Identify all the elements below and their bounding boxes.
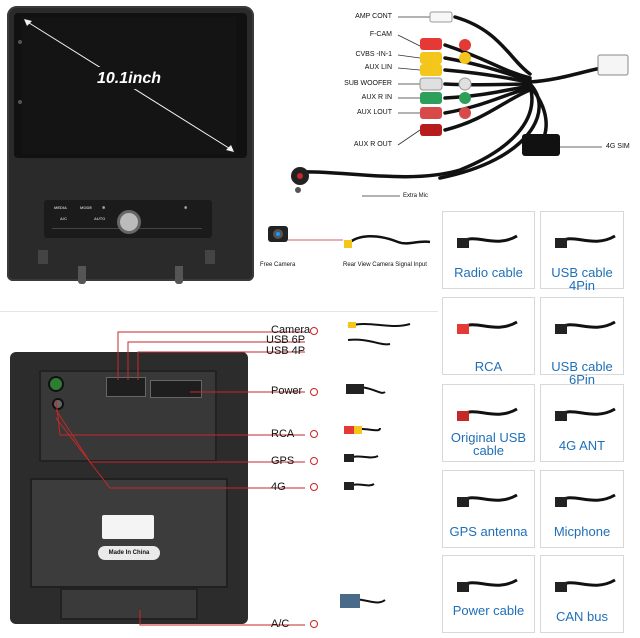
made-in-label: Made In China [98,546,160,560]
camera-cable-icon [347,323,411,327]
accessory-cell: Radio cable [442,211,535,289]
usb-cable-4pin-icon [555,234,616,248]
gps-port [48,376,64,392]
can-bus-icon [555,578,616,592]
accessory-label: Micphone [553,524,611,539]
mount-foot-right [175,266,183,284]
label-ac: A/C [271,618,290,630]
label-4g-sim: 4G SIM [606,143,630,150]
accessory-label: Radio cable [454,265,523,280]
usb-cable-6pin-icon [555,320,616,334]
panel-btn-mode[interactable]: MODE [80,205,92,210]
cable-harness [291,11,629,197]
mic-hole [18,40,22,44]
original-usb-cable-icon [457,407,518,421]
back-leader-lines [55,331,305,626]
accessory-label: USB cable 6Pin [551,359,613,387]
rca-cable-icon [457,320,518,334]
accessory-cell: USB cable 6Pin [540,297,624,386]
panel-btn-media[interactable]: MEDIA [54,205,67,210]
sensor-hole [18,100,22,104]
accessory-cell: Power cable [442,555,535,633]
pin-ac [310,620,318,628]
accessory-label: CAN bus [555,609,609,624]
label-4g: 4G [271,481,286,493]
label-camera-signal-input: Rear View Camera Signal Input [343,262,427,268]
label-free-camera: Free Camera [260,262,296,268]
pin-camera [310,327,318,335]
panel-btn-defrost[interactable]: ❄ [184,205,188,210]
microphone-icon [555,493,616,507]
label-f-cam: F-CAM [369,31,392,38]
pin-gps [310,457,318,465]
label-cvbs-in: CVBS -IN-1 [355,51,392,58]
4g-port [52,398,64,410]
panel-btn-auto[interactable]: AUTO [94,216,106,221]
accessory-cell: 4G ANT [540,384,624,462]
label-aux-lout: AUX LOUT [356,109,392,116]
power-port-block [150,380,202,398]
usb-port-block [106,377,146,397]
radio-cable-icon [457,234,518,248]
serial-sticker [102,515,154,539]
4g-antenna-icon [555,407,616,421]
label-aux-r-out: AUX R OUT [353,141,392,148]
mount-foot-left [78,266,86,284]
accessory-cell: USB cable 4Pin [540,211,624,293]
power-cable-icon [457,578,518,592]
accessory-cell: RCA [442,297,535,375]
accessory-label: USB cable 4Pin [551,265,613,293]
volume-knob[interactable] [117,210,141,234]
back-cable-icons [340,322,411,608]
label-aux-lin: AUX LIN [364,64,392,71]
label-power: Power [271,385,303,397]
accessory-label: Original USB cable [450,430,527,458]
label-sub-woofer: SUB WOOFER [344,80,392,87]
label-gps: GPS [271,455,295,467]
accessory-label: GPS antenna [449,524,528,539]
accessory-label: RCA [474,359,503,374]
panel-btn-fan[interactable]: ❄ [102,205,106,210]
accessory-cell: GPS antenna [442,470,535,548]
accessory-cell: Micphone [540,470,624,548]
screen-size-label: 10.1inch [96,70,162,87]
accessory-label: Power cable [452,603,525,618]
accessory-cell: CAN bus [540,555,624,633]
label-aux-r-in: AUX R IN [361,94,392,101]
screen-diagonal-arrow [24,19,234,152]
label-rca: RCA [271,428,295,440]
label-camera: Camera [271,324,311,336]
pin-4g [310,483,318,491]
section-divider [0,311,438,312]
rear-camera [268,226,431,248]
panel-btn-ac[interactable]: A/C [60,216,67,221]
mount-tab-left [38,250,48,264]
mount-tab-right [205,250,215,264]
label-extra-mic: Extra Mic [403,193,429,199]
accessory-label: 4G ANT [558,438,606,453]
label-amp-cont: AMP CONT [355,13,392,20]
accessory-cell: Original USB cable [442,384,535,462]
pin-rca [310,430,318,438]
ac-connector-block [60,588,198,620]
gps-antenna-icon [457,493,518,507]
pin-power [310,388,318,396]
usb-6p-cable-icon [347,338,391,346]
label-usb-6p: USB 6P [266,334,306,346]
label-usb-4p: USB 4P [266,345,306,357]
